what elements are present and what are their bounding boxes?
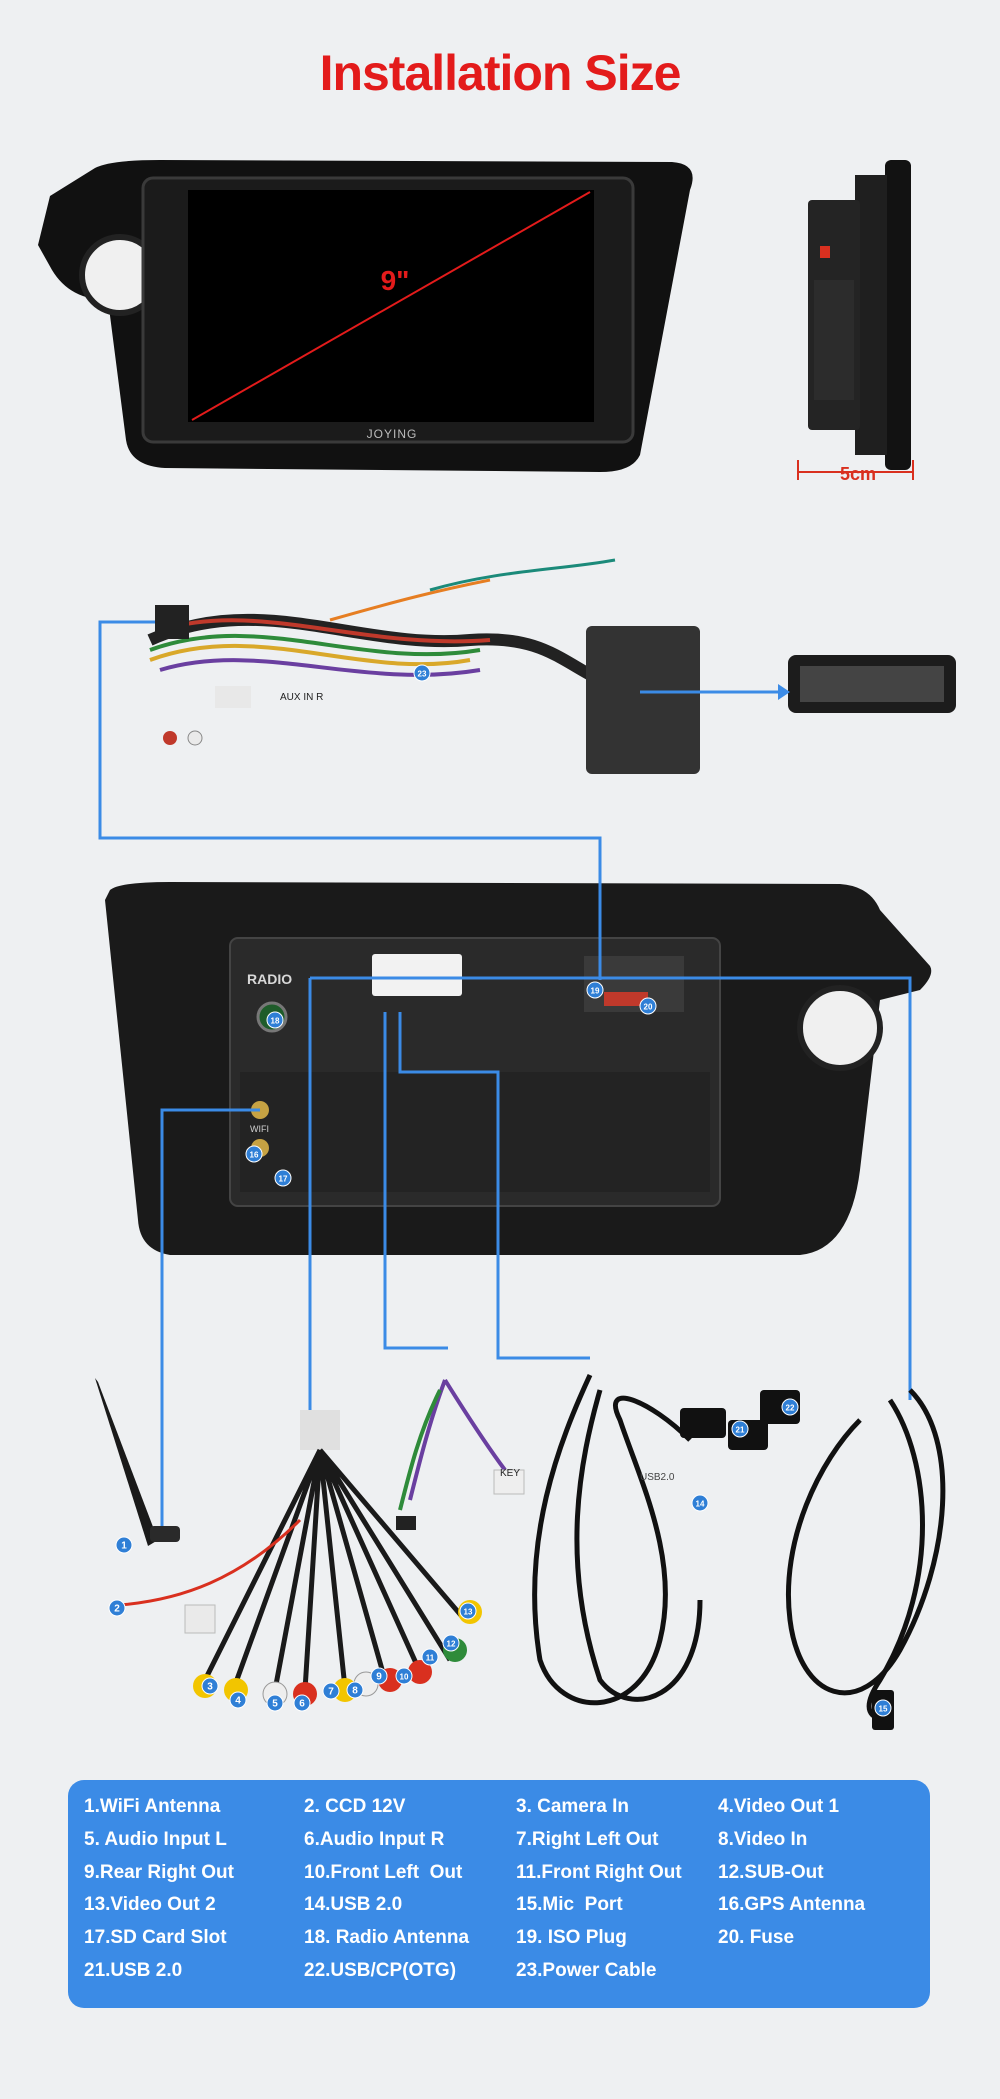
screen-diagonal bbox=[191, 191, 591, 421]
legend-item: 9.Rear Right Out bbox=[84, 1862, 234, 1883]
marker-15: 15 bbox=[874, 1699, 892, 1717]
legend-item: 7.Right Left Out bbox=[516, 1829, 659, 1850]
key-harness: KEY bbox=[396, 1378, 525, 1530]
legend-item: 18. Radio Antenna bbox=[304, 1927, 470, 1948]
marker-label: 9 bbox=[376, 1672, 382, 1683]
marker-label: 11 bbox=[426, 1654, 435, 1663]
legend-item: 10.Front Left Out bbox=[304, 1862, 463, 1883]
head-unit-side: 5cm bbox=[797, 160, 914, 484]
brand-logo: JOYING bbox=[367, 427, 418, 441]
legend-item: 15.Mic Port bbox=[516, 1894, 623, 1915]
marker-label: 16 bbox=[250, 1151, 259, 1160]
legend-item: 4.Video Out 1 bbox=[718, 1796, 840, 1817]
rca-breakout bbox=[119, 1410, 482, 1707]
legend-item: 16.GPS Antenna bbox=[718, 1894, 866, 1915]
marker-label: 8 bbox=[352, 1686, 358, 1697]
key-label: KEY bbox=[500, 1468, 520, 1479]
marker-label: 10 bbox=[400, 1673, 409, 1682]
marker-label: 17 bbox=[279, 1175, 288, 1184]
marker-label: 18 bbox=[271, 1017, 280, 1026]
legend-box: 1.WiFi Antenna 2. CCD 12V 3. Camera In 4.Vi… bbox=[68, 1780, 930, 2008]
marker-19: 19 bbox=[586, 981, 604, 999]
aux-label: AUX IN R bbox=[280, 692, 323, 703]
legend-item: 6.Audio Input R bbox=[304, 1829, 445, 1850]
legend-item: 12.SUB-Out bbox=[718, 1862, 824, 1883]
marker-label: 23 bbox=[418, 670, 427, 679]
marker-8: 8 bbox=[346, 1681, 364, 1699]
legend-item: 23.Power Cable bbox=[516, 1960, 657, 1981]
marker-label: 1 bbox=[121, 1541, 127, 1552]
wifi-antenna bbox=[95, 1378, 180, 1546]
marker-23: 23 bbox=[413, 664, 431, 682]
marker-5: 5 bbox=[266, 1694, 284, 1712]
marker-4: 4 bbox=[229, 1691, 247, 1709]
marker-label: 6 bbox=[299, 1699, 305, 1710]
marker-label: 5 bbox=[272, 1699, 278, 1710]
marker-20: 20 bbox=[639, 997, 657, 1015]
usb-cable: USB2.0 bbox=[532, 1373, 726, 1706]
depth-label: 5cm bbox=[840, 464, 876, 484]
marker-label: 20 bbox=[644, 1003, 653, 1012]
marker-17: 17 bbox=[274, 1169, 292, 1187]
legend-item: 3. Camera In bbox=[516, 1796, 629, 1817]
marker-label: 19 bbox=[591, 987, 600, 996]
screen-size-label: 9" bbox=[381, 265, 410, 296]
marker-18: 18 bbox=[266, 1011, 284, 1029]
fuse bbox=[604, 992, 648, 1006]
marker-label: 14 bbox=[696, 1500, 705, 1509]
legend-item: 19. ISO Plug bbox=[516, 1927, 627, 1948]
panel-wifi-label: WIFI bbox=[250, 1124, 269, 1134]
connection-lines bbox=[98, 620, 912, 1530]
legend-item: 14.USB 2.0 bbox=[304, 1894, 403, 1915]
main-connector bbox=[372, 954, 462, 996]
marker-label: 3 bbox=[207, 1682, 213, 1693]
foam-connector bbox=[586, 626, 700, 774]
marker-1: 1 bbox=[115, 1536, 133, 1554]
marker-label: 2 bbox=[114, 1604, 120, 1615]
side-connector bbox=[820, 246, 830, 258]
usb-label: USB2.0 bbox=[640, 1472, 675, 1483]
aux-plug-label bbox=[215, 686, 251, 708]
marker-label: 7 bbox=[328, 1687, 334, 1698]
marker-12: 12 bbox=[442, 1634, 460, 1652]
legend-item: 1.WiFi Antenna bbox=[84, 1796, 221, 1817]
legend-item: 22.USB/CP(OTG) bbox=[304, 1960, 457, 1981]
usb-mic-cable bbox=[728, 1388, 946, 1730]
marker-2: 2 bbox=[108, 1599, 126, 1617]
back-vent-hole bbox=[797, 985, 883, 1071]
marker-22: 22 bbox=[781, 1398, 799, 1416]
marker-10: 10 bbox=[395, 1667, 413, 1685]
marker-label: 21 bbox=[736, 1426, 745, 1435]
panel-radio-label: RADIO bbox=[247, 971, 292, 987]
marker-label: 4 bbox=[235, 1696, 241, 1707]
head-unit-front: 9" JOYING bbox=[38, 160, 693, 472]
marker-7: 7 bbox=[322, 1682, 340, 1700]
head-unit-back: RADIO WIFI bbox=[105, 882, 932, 1255]
legend-item: 17.SD Card Slot bbox=[84, 1927, 227, 1948]
marker-11: 11 bbox=[421, 1648, 439, 1666]
marker-9: 9 bbox=[370, 1667, 388, 1685]
legend-item: 20. Fuse bbox=[718, 1927, 795, 1948]
marker-13: 13 bbox=[459, 1602, 477, 1620]
marker-3: 3 bbox=[201, 1677, 219, 1695]
legend-item: 5. Audio Input L bbox=[84, 1829, 227, 1850]
marker-6: 6 bbox=[293, 1694, 311, 1712]
legend-item: 11.Front Right Out bbox=[516, 1862, 682, 1883]
marker-21: 21 bbox=[731, 1420, 749, 1438]
marker-label: 13 bbox=[464, 1608, 473, 1617]
legend-item: 13.Video Out 2 bbox=[84, 1894, 216, 1915]
marker-label: 22 bbox=[786, 1404, 795, 1413]
legend-item: 8.Video In bbox=[718, 1829, 808, 1850]
power-harness: AUX IN R bbox=[147, 558, 956, 774]
iso-connector bbox=[155, 605, 189, 639]
legend-item: 2. CCD 12V bbox=[304, 1796, 406, 1817]
page-title: Installation Size bbox=[319, 45, 682, 101]
marker-16: 16 bbox=[245, 1145, 263, 1163]
marker-label: 15 bbox=[879, 1705, 888, 1714]
marker-14: 14 bbox=[691, 1494, 709, 1512]
marker-label: 12 bbox=[447, 1640, 456, 1649]
legend-item: 21.USB 2.0 bbox=[84, 1960, 183, 1981]
